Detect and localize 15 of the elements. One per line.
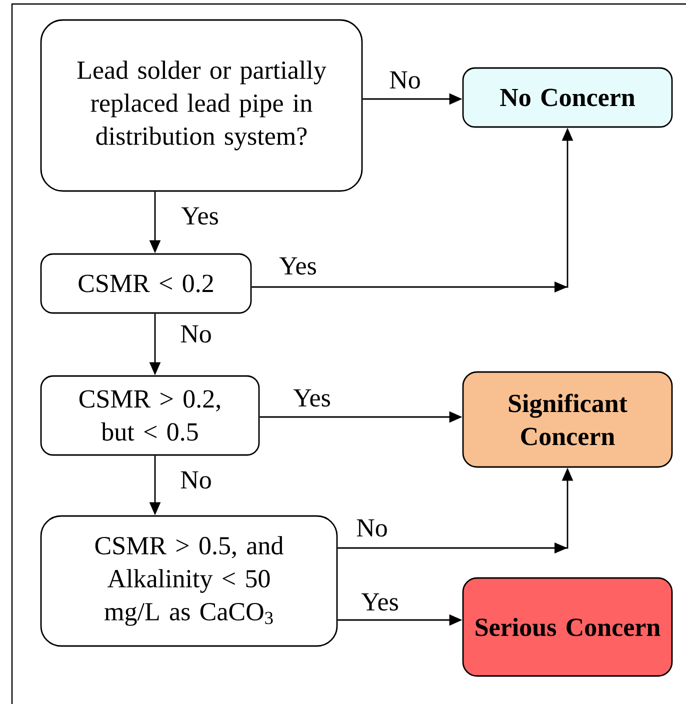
edge-label: No [355,518,389,538]
edge-label: Yes [180,206,220,226]
decision-box: Lead solder or partially replaced lead pipe in distribution system? [40,19,363,192]
edge-label: No [388,70,422,90]
outcome-box: Significant Concern [462,371,673,468]
edge-label: Yes [278,256,318,276]
outcome-box: No Concern [462,67,673,128]
outcome-box: Serious Concern [462,577,673,677]
decision-box: CSMR > 0.5, and Alkalinity < 50 mg/L as CaCO$_{3}$ [40,515,338,647]
edge-label: No [179,324,213,344]
decision-box: CSMR > 0.2, but < 0.5 [40,375,260,456]
edge-label: Yes [360,592,400,612]
edge-label: Yes [292,388,332,408]
decision-box: CSMR < 0.2 [40,253,252,314]
edge-label: No [179,470,213,490]
